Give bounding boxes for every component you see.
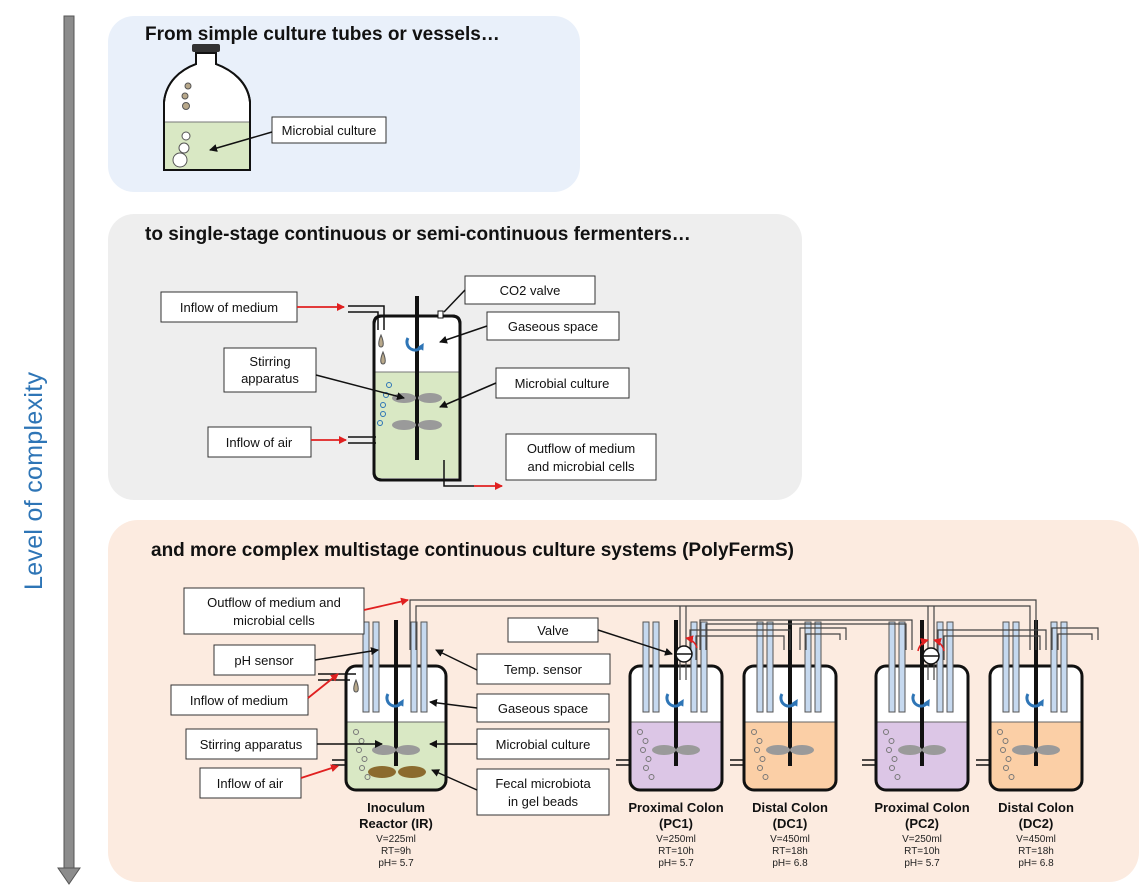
label-outflow-2b: and microbial cells [528, 459, 635, 474]
reactor-name-4-b: (DC2) [1019, 816, 1054, 831]
reactor-ph-1: pH= 5.7 [658, 858, 694, 869]
section-simple-vessels: From simple culture tubes or vessels… Mi… [108, 16, 580, 192]
complexity-arrow [57, 15, 81, 885]
reactor-rt-1: RT=10h [658, 846, 694, 857]
reactor-ph-3: pH= 5.7 [904, 858, 940, 869]
reactor-volume-0: V=225ml [376, 834, 416, 845]
label-outflow-2a: Outflow of medium [527, 441, 635, 456]
reactor-name-3-b: (PC2) [905, 816, 939, 831]
section1-title: From simple culture tubes or vessels… [145, 24, 500, 45]
label-stirring-2b: apparatus [241, 371, 299, 386]
label-fecal-a: Fecal microbiota [495, 776, 591, 791]
reactor-ph-4: pH= 6.8 [1018, 858, 1054, 869]
reactor-rt-2: RT=18h [772, 846, 808, 857]
reactor-ph-0: pH= 5.7 [378, 858, 414, 869]
reactor-name-1-b: (PC1) [659, 816, 693, 831]
label-gaseous-space-3: Gaseous space [498, 701, 588, 716]
fermenter-vessel [348, 296, 474, 487]
reactor-volume-2: V=450ml [770, 834, 810, 845]
tubing [409, 599, 1099, 680]
label-stirring-2a: Stirring [249, 354, 290, 369]
label-inflow-air-2: Inflow of air [226, 435, 293, 450]
reactor-name-1-a: Proximal Colon [628, 800, 723, 815]
reactor-volume-3: V=250ml [902, 834, 942, 845]
reactor-name-0-a: Inoculum [367, 800, 425, 815]
reactor-name-3-a: Proximal Colon [874, 800, 969, 815]
section-single-stage: to single-stage continuous or semi-conti… [108, 214, 802, 500]
section2-title: to single-stage continuous or semi-conti… [145, 224, 691, 245]
label-co2-valve: CO2 valve [500, 283, 561, 298]
reactor-volume-4: V=450ml [1016, 834, 1056, 845]
reactor-ph-2: pH= 6.8 [772, 858, 808, 869]
label-outflow-3b: microbial cells [233, 613, 315, 628]
label-stirring-3: Stirring apparatus [200, 737, 303, 752]
reactor-volume-1: V=250ml [656, 834, 696, 845]
valves [675, 635, 945, 665]
reactor-name-4-a: Distal Colon [998, 800, 1074, 815]
label-ph-sensor: pH sensor [234, 653, 294, 668]
label-microbial-culture-2: Microbial culture [515, 376, 610, 391]
label-microbial-culture-1: Microbial culture [282, 123, 377, 138]
label-fecal-b: in gel beads [508, 794, 579, 809]
section3-title: and more complex multistage continuous c… [151, 540, 794, 561]
label-temp-sensor: Temp. sensor [504, 662, 583, 677]
label-gaseous-space-2: Gaseous space [508, 319, 598, 334]
culture-bottle [163, 44, 251, 171]
label-outflow-3a: Outflow of medium and [207, 595, 341, 610]
label-microbial-culture-3: Microbial culture [496, 737, 591, 752]
reactor-rt-4: RT=18h [1018, 846, 1054, 857]
reactor-name-0-b: Reactor (IR) [359, 816, 433, 831]
label-valve: Valve [537, 623, 569, 638]
label-inflow-medium-3: Inflow of medium [190, 693, 288, 708]
reactor-name-2-a: Distal Colon [752, 800, 828, 815]
label-inflow-medium-2: Inflow of medium [180, 300, 278, 315]
reactor-rt-0: RT=9h [381, 846, 411, 857]
reactor-name-2-b: (DC1) [773, 816, 808, 831]
section-polyferms: and more complex multistage continuous c… [108, 520, 1139, 882]
reactor-rt-3: RT=10h [904, 846, 940, 857]
label-inflow-air-3: Inflow of air [217, 776, 284, 791]
